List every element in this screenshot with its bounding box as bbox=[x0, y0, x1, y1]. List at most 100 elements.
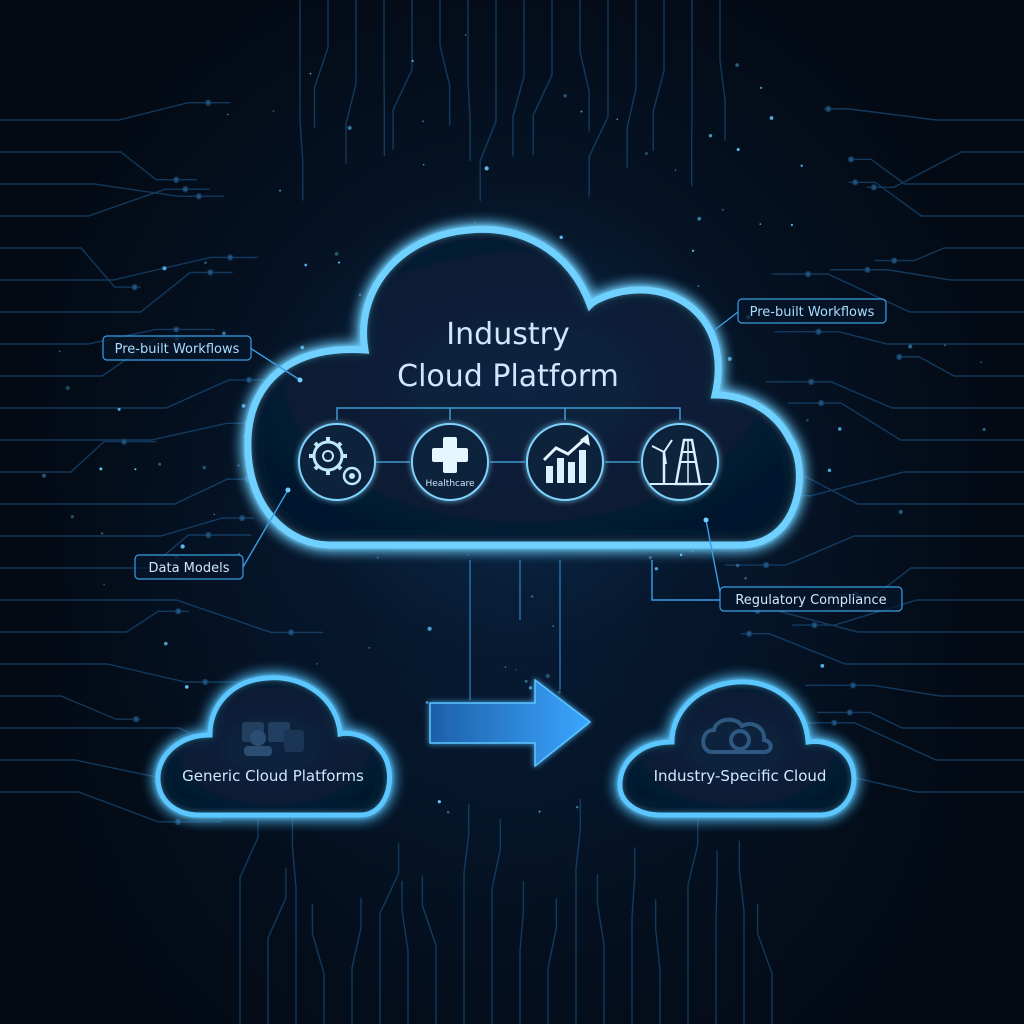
circuit-trace bbox=[687, 814, 699, 1024]
generic-cloud-label: Generic Cloud Platforms bbox=[182, 767, 364, 785]
circuit-trace bbox=[719, 0, 726, 141]
circuit-node bbox=[173, 176, 180, 183]
circuit-trace bbox=[267, 868, 287, 1024]
circuit-node bbox=[807, 378, 815, 386]
circuit-trace bbox=[816, 711, 1024, 729]
sparkle-dot bbox=[736, 148, 740, 152]
main-cloud: Industry Cloud Platform bbox=[244, 225, 803, 549]
sparkle-dot bbox=[446, 810, 450, 814]
circuit-node bbox=[204, 99, 212, 106]
sparkle-dot bbox=[58, 350, 61, 353]
circuit-trace bbox=[0, 610, 189, 633]
circuit-trace bbox=[421, 875, 437, 1024]
circuit-node bbox=[846, 709, 854, 716]
sparkle-dot bbox=[980, 361, 983, 364]
sparkle-dot bbox=[103, 583, 106, 586]
sparkle-dot bbox=[898, 509, 903, 515]
circuit-trace bbox=[575, 798, 582, 1024]
circuit-trace bbox=[652, 0, 665, 152]
circuit-trace bbox=[579, 0, 590, 132]
sparkle-dot bbox=[644, 152, 648, 155]
circuit-node bbox=[131, 283, 138, 291]
sparkle-dot bbox=[204, 261, 207, 265]
sparkle-dot bbox=[697, 285, 700, 288]
callout-bottom-left: Data Models bbox=[134, 487, 291, 580]
circuit-trace bbox=[804, 722, 1024, 761]
circuit-trace bbox=[0, 183, 224, 197]
sparkle-dot bbox=[213, 513, 215, 516]
sparkle-dot bbox=[425, 701, 429, 704]
circuit-trace bbox=[848, 181, 1024, 217]
callout-bottom-right-text: Regulatory Compliance bbox=[735, 593, 886, 608]
sparkle-dot bbox=[99, 467, 103, 471]
sparkle-dot bbox=[158, 462, 162, 466]
circuit-node bbox=[890, 257, 898, 264]
circuit-trace bbox=[772, 273, 1024, 313]
circuit-node bbox=[745, 630, 753, 637]
circuit-node bbox=[120, 438, 128, 445]
sparkle-dot bbox=[358, 293, 362, 297]
sparkle-dot bbox=[806, 418, 809, 422]
circuit-node bbox=[762, 561, 770, 569]
sparkle-dot bbox=[334, 251, 339, 256]
circuit-trace bbox=[0, 256, 258, 281]
circuit-trace bbox=[512, 0, 525, 157]
sparkle-dot bbox=[180, 544, 185, 549]
sparkle-dot bbox=[820, 663, 825, 668]
sparkle-dot bbox=[563, 94, 567, 98]
circuit-trace bbox=[239, 807, 259, 1024]
sparkle-dot bbox=[427, 626, 432, 631]
circuit-trace bbox=[313, 0, 329, 128]
cloud-link-icon bbox=[701, 717, 773, 754]
sparkle-dot bbox=[744, 577, 747, 580]
sparkle-dot bbox=[134, 468, 137, 471]
sparkle-dot bbox=[559, 235, 563, 240]
sparkle-dot bbox=[184, 685, 189, 689]
callout-bottom-right: Regulatory Compliance bbox=[651, 517, 903, 612]
circuit-trace bbox=[626, 0, 637, 169]
circuit-node bbox=[870, 184, 878, 191]
circuit-trace bbox=[532, 0, 553, 156]
sparkle-dot bbox=[100, 532, 104, 535]
circuit-node bbox=[849, 682, 857, 689]
circuit-node bbox=[202, 678, 209, 686]
circuit-trace bbox=[738, 840, 745, 1024]
sparkle-dot bbox=[538, 810, 541, 813]
sparkle-dot bbox=[759, 223, 762, 225]
circuit-node bbox=[825, 105, 832, 113]
circuit-node bbox=[205, 531, 212, 539]
circuit-node bbox=[207, 269, 214, 276]
sparkle-dot bbox=[735, 63, 739, 67]
circuit-trace bbox=[0, 599, 324, 634]
sparkle-dot bbox=[422, 120, 424, 122]
circuit-trace bbox=[519, 880, 525, 1024]
sparkle-dot bbox=[41, 473, 47, 478]
sparkle-dot bbox=[692, 550, 694, 553]
circuit-trace bbox=[0, 517, 254, 537]
circuit-trace bbox=[740, 632, 1024, 665]
sparkle-dot bbox=[616, 118, 618, 120]
circuit-trace bbox=[824, 108, 1024, 121]
sparkle-dot bbox=[304, 263, 308, 267]
callout-top-right: Pre-built Workflows bbox=[709, 298, 887, 335]
sparkle-dot bbox=[530, 595, 534, 598]
circuit-node bbox=[811, 621, 818, 629]
sparkle-dot bbox=[226, 113, 229, 116]
sparkle-dot bbox=[648, 555, 653, 560]
circuit-trace bbox=[311, 903, 325, 1024]
circuit-trace bbox=[866, 151, 1024, 188]
sparkle-dot bbox=[504, 666, 507, 668]
callout-top-right-text: Pre-built Workflows bbox=[750, 305, 875, 320]
circuit-node bbox=[851, 179, 859, 186]
circuit-trace bbox=[0, 247, 141, 288]
circuit-trace bbox=[847, 158, 1024, 185]
sparkle-dot bbox=[117, 407, 121, 411]
circuit-node bbox=[817, 399, 825, 407]
circuit-trace bbox=[547, 898, 558, 1024]
circuit-trace bbox=[0, 695, 141, 720]
circuit-node bbox=[245, 376, 253, 384]
connector-lines bbox=[469, 560, 561, 700]
circuit-trace bbox=[774, 330, 1024, 345]
icon-bus-lines bbox=[336, 407, 681, 463]
sparkle-dot bbox=[769, 116, 774, 120]
